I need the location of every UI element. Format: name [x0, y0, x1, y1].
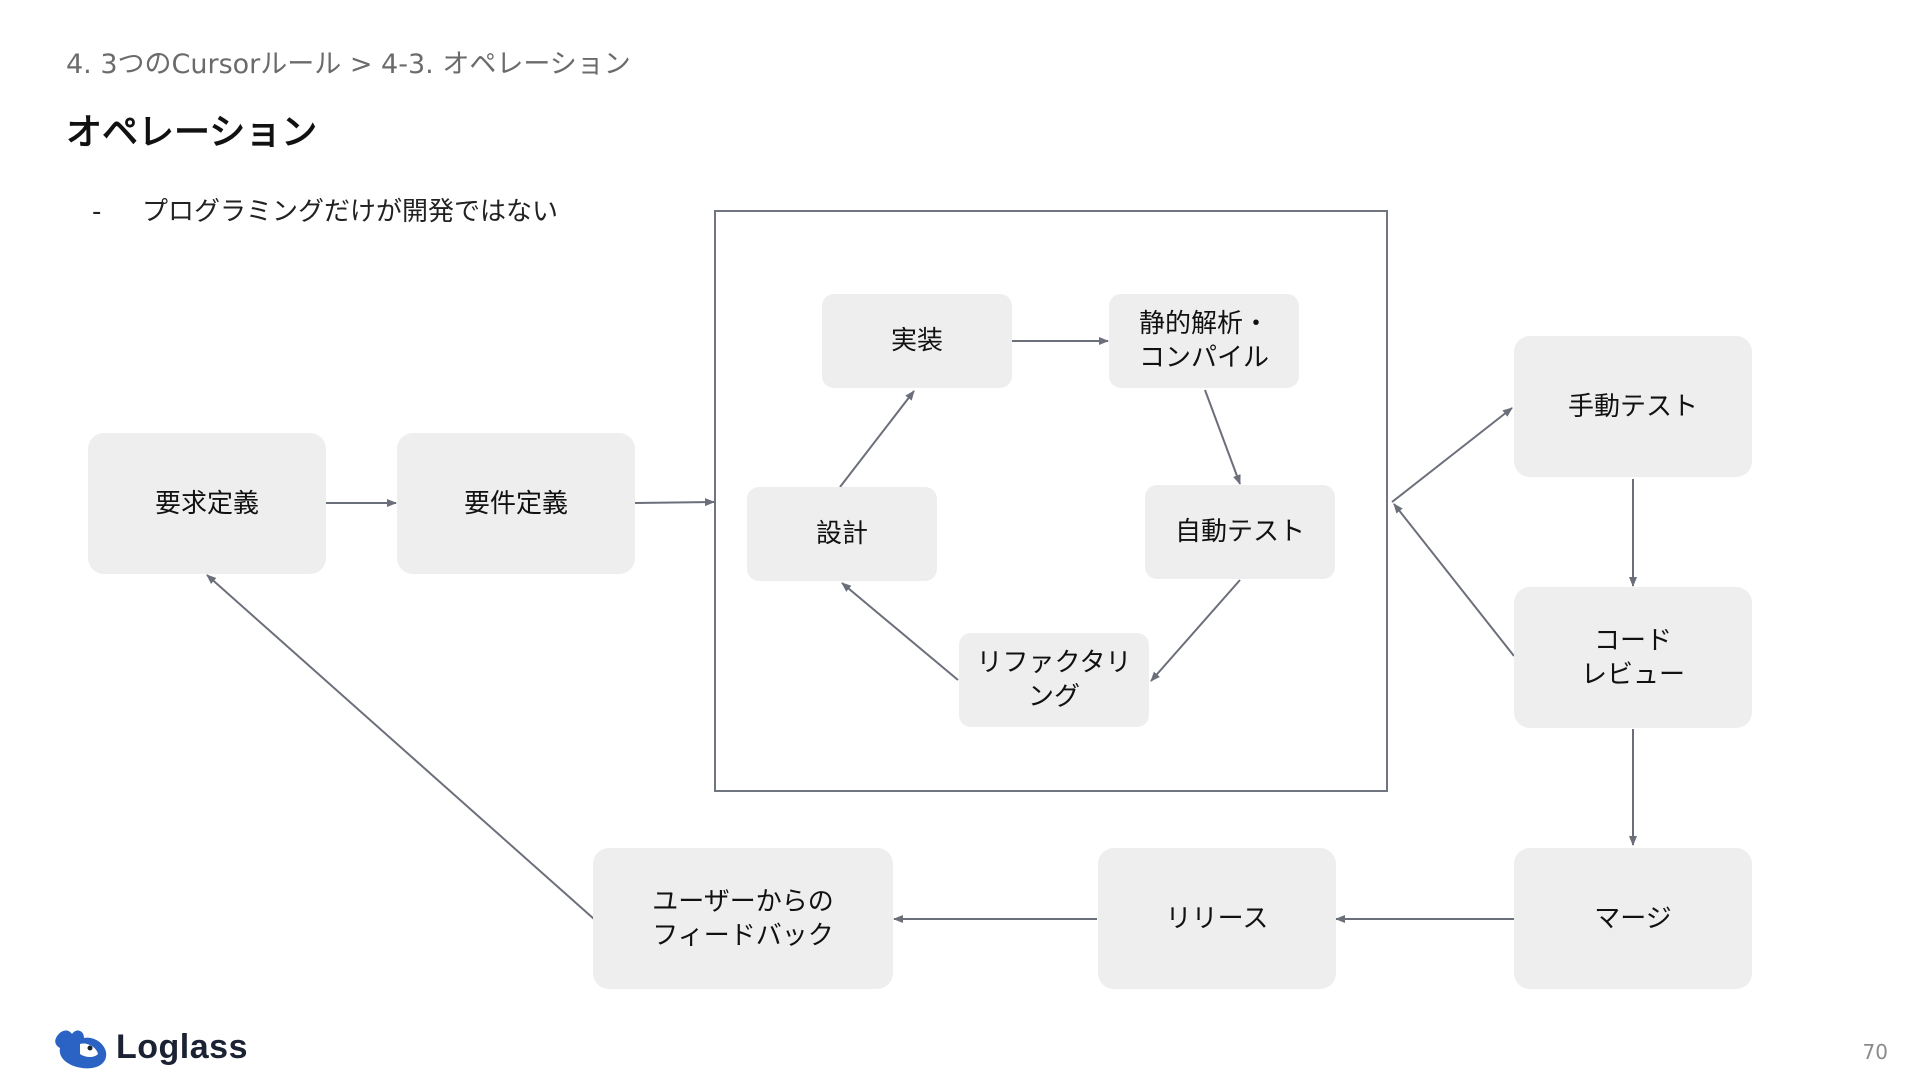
breadcrumb: 4. 3つのCursorルール > 4-3. オペレーション [66, 49, 631, 80]
node-label: 実装 [890, 326, 943, 356]
node-requirements-demand: 要求定義 [88, 433, 326, 574]
bullet-item: - プログラミングだけが開発ではない [92, 191, 558, 228]
node-label: 自動テスト [1174, 517, 1305, 547]
node-refactoring: リファクタリ ング [959, 633, 1149, 727]
whale-icon [55, 1030, 107, 1069]
node-manual-test: 手動テスト [1514, 336, 1752, 477]
node-label: 静的解析・ コンパイル [1138, 309, 1269, 373]
brand-logo: Loglass [50, 1024, 248, 1070]
node-requirements-spec: 要件定義 [397, 433, 635, 574]
arrow-design-to-impl [839, 390, 915, 488]
node-label: 要求定義 [154, 488, 259, 519]
arrow-spec-to-loop [633, 498, 715, 507]
arrow-refactor-to-design [841, 582, 959, 681]
arrow-static-to-autotest [1204, 389, 1241, 485]
node-label: リリース [1165, 903, 1269, 934]
node-static-analysis: 静的解析・ コンパイル [1109, 294, 1299, 388]
node-label: 手動テスト [1567, 391, 1698, 422]
node-release: リリース [1098, 848, 1336, 989]
arrow-review-to-loop [1393, 503, 1515, 657]
node-label: コード レビュー [1580, 625, 1685, 690]
bullet-text: プログラミングだけが開発ではない [142, 197, 559, 227]
page-number: 70 [1862, 1040, 1888, 1064]
node-label: 要件定義 [463, 488, 568, 519]
page-title: オペレーション [66, 112, 318, 153]
node-code-review: コード レビュー [1514, 587, 1752, 728]
node-label: リファクタリ ング [976, 648, 1132, 712]
node-label: マージ [1594, 903, 1672, 934]
arrow-feedback-to-demand [206, 574, 595, 920]
bullet-marker: - [92, 197, 102, 227]
node-implementation: 実装 [822, 294, 1012, 388]
arrow-autotest-to-refactor [1150, 579, 1241, 682]
node-auto-test: 自動テスト [1145, 485, 1335, 579]
logo-text: Loglass [116, 1027, 248, 1066]
arrow-loop-to-manual [1391, 407, 1513, 503]
node-label: ユーザーからの フィードバック [652, 886, 834, 951]
node-merge: マージ [1514, 848, 1752, 989]
node-label: 設計 [815, 519, 868, 549]
node-user-feedback: ユーザーからの フィードバック [593, 848, 893, 989]
dev-loop-frame [714, 210, 1388, 792]
node-design: 設計 [747, 487, 937, 581]
